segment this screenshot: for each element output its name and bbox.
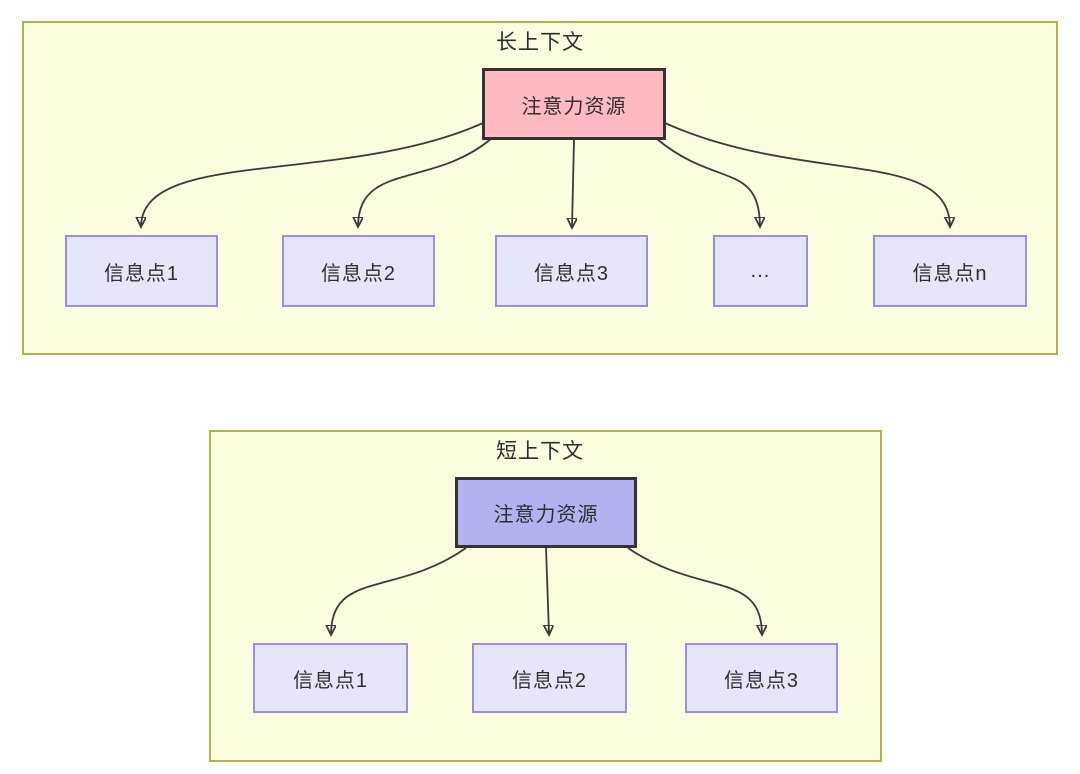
- long-info-box-n: 信息点n: [873, 235, 1027, 307]
- short-context-attention-box: 注意力资源: [455, 477, 637, 548]
- short-info-box-3: 信息点3: [685, 643, 838, 713]
- long-info-box-n-label: 信息点n: [912, 262, 988, 285]
- long-info-box-ellipsis: ...: [713, 235, 808, 307]
- long-context-attention-label: 注意力资源: [521, 95, 627, 118]
- long-info-box-1-label: 信息点1: [103, 262, 180, 285]
- long-info-box-2: 信息点2: [282, 235, 435, 307]
- long-context-attention-box: 注意力资源: [482, 68, 666, 140]
- long-info-box-1: 信息点1: [65, 235, 218, 307]
- long-context-title: 长上下文: [496, 31, 584, 54]
- short-info-box-2: 信息点2: [472, 643, 627, 713]
- long-info-box-3-label: 信息点3: [533, 262, 610, 285]
- short-info-box-1: 信息点1: [253, 643, 408, 713]
- long-info-box-ellipsis-label: ...: [750, 259, 771, 282]
- short-info-box-3-label: 信息点3: [723, 669, 800, 692]
- short-context-attention-label: 注意力资源: [493, 504, 599, 526]
- long-info-box-3: 信息点3: [495, 235, 648, 307]
- long-info-box-2-label: 信息点2: [320, 262, 397, 285]
- short-context-title: 短上下文: [496, 440, 584, 463]
- short-info-box-2-label: 信息点2: [511, 669, 588, 692]
- short-info-box-1-label: 信息点1: [292, 669, 369, 692]
